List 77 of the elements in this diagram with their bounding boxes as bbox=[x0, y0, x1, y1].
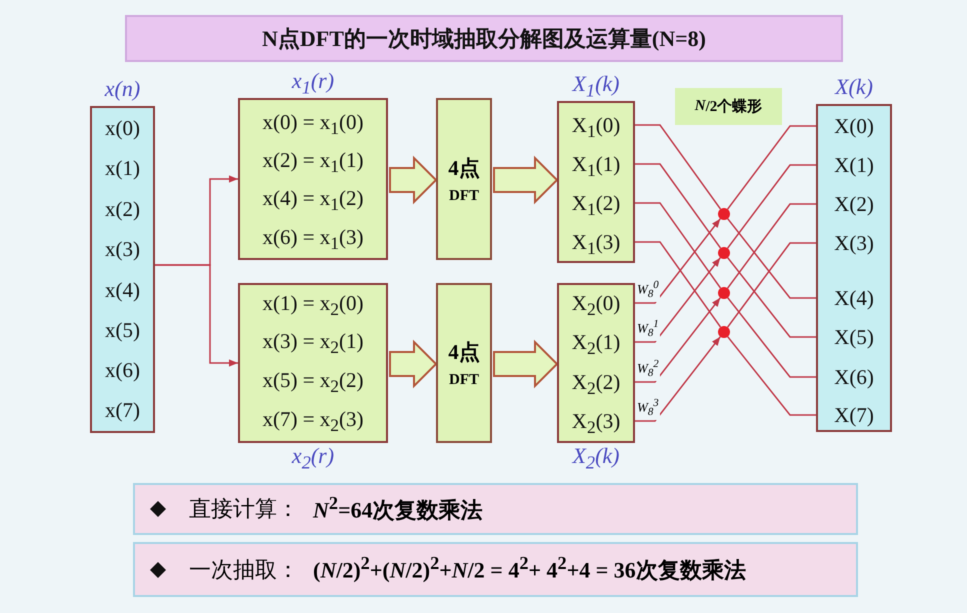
summary-bar bbox=[133, 542, 858, 597]
block-arrow bbox=[493, 340, 558, 388]
connector-line bbox=[635, 336, 721, 422]
sequence-entry: X$_{2}$(3) bbox=[559, 403, 633, 439]
butterfly-node bbox=[718, 247, 730, 259]
sequence-entry: x(0) = x$_{1}$(0) bbox=[240, 104, 386, 140]
sequence-entry: X(3) bbox=[818, 225, 890, 261]
connector-line bbox=[727, 242, 816, 328]
sequence-entry: x(2) bbox=[92, 191, 153, 227]
sequence-entry: x(4) = x$_{1}$(2) bbox=[240, 180, 386, 216]
sequence-entry: X$_{2}$(0) bbox=[559, 285, 633, 321]
dft-block bbox=[436, 283, 492, 443]
item-label: 直接计算： bbox=[189, 495, 299, 523]
box-heading: X$_{2}$(k) bbox=[570, 442, 621, 473]
connector-line bbox=[727, 336, 816, 416]
butterfly-node bbox=[718, 208, 730, 220]
summary-bar bbox=[133, 483, 858, 535]
box-heading: X(k) bbox=[834, 74, 874, 100]
sequence-entry: x(2) = x$_{1}$(1) bbox=[240, 142, 386, 178]
sequence-entry: x(3) bbox=[92, 231, 153, 267]
sequence-entry: x(1) bbox=[92, 150, 153, 186]
connector-line bbox=[727, 218, 816, 299]
block-arrow bbox=[389, 340, 438, 388]
sequence-entry: X(1) bbox=[818, 147, 890, 183]
connector-line bbox=[727, 297, 816, 378]
item-label: 一次抽取： bbox=[189, 556, 299, 584]
sequence-entry: x(6) bbox=[92, 352, 153, 388]
block-label: DFT bbox=[449, 372, 479, 388]
block-label: 4点 bbox=[448, 154, 480, 182]
connector-line bbox=[727, 125, 816, 210]
dft-block bbox=[436, 98, 492, 260]
connector-line bbox=[635, 241, 722, 328]
sequence-entry: X(0) bbox=[818, 108, 890, 144]
formula-text: N$^{2}$=64次复数乘法 bbox=[313, 492, 483, 524]
block-label: 4点 bbox=[448, 338, 480, 366]
box-heading: x(n) bbox=[104, 76, 142, 102]
sequence-entry: x(1) = x$_{2}$(0) bbox=[240, 285, 386, 321]
sequence-entry: X$_{1}$(3) bbox=[559, 224, 633, 260]
connector-line bbox=[727, 257, 816, 338]
sequence-entry: X(4) bbox=[818, 280, 890, 316]
sequence-entry: X(7) bbox=[818, 397, 890, 433]
sequence-entry: X$_{1}$(1) bbox=[559, 146, 633, 182]
sequence-entry: x(5) = x$_{2}$(2) bbox=[240, 362, 386, 398]
sequence-entry: X(2) bbox=[818, 186, 890, 222]
box-heading: X$_{1}$(k) bbox=[570, 71, 621, 102]
note-box: N/2个蝶形 bbox=[675, 88, 782, 125]
connector-line bbox=[635, 257, 721, 343]
box-heading: x$_{1}$(r) bbox=[290, 68, 336, 98]
sequence-entry: x(6) = x$_{1}$(3) bbox=[240, 219, 386, 255]
box-heading: x$_{2}$(r) bbox=[290, 442, 336, 473]
title-banner: N点DFT的一次时域抽取分解图及运算量(N=8) bbox=[125, 15, 843, 62]
sequence-entry: x(7) bbox=[92, 392, 153, 428]
sequence-entry: X(6) bbox=[818, 359, 890, 395]
sequence-entry: x(5) bbox=[92, 312, 153, 348]
sequence-entry: x(0) bbox=[92, 110, 153, 146]
butterfly-node bbox=[718, 287, 730, 299]
block-arrow bbox=[389, 156, 438, 204]
sequence-entry: X$_{1}$(2) bbox=[559, 185, 633, 221]
formula-text: (N/2)$^{2}$+(N/2)$^{2}$+N/2 = 4$^{2}$+ 4$^{2}$+4 = 36次复数乘法 bbox=[313, 553, 746, 585]
sequence-entry: X$_{1}$(0) bbox=[559, 107, 633, 143]
sequence-entry: X(5) bbox=[818, 319, 890, 355]
butterfly-node bbox=[718, 326, 730, 338]
block-label: DFT bbox=[449, 188, 479, 204]
connector-line bbox=[727, 203, 816, 289]
block-arrow bbox=[493, 156, 558, 204]
connector-line bbox=[635, 163, 722, 249]
sequence-entry: X$_{2}$(1) bbox=[559, 324, 633, 360]
sequence-entry: x(7) = x$_{2}$(3) bbox=[240, 401, 386, 437]
connector-line bbox=[155, 264, 238, 367]
connector-line bbox=[635, 202, 722, 289]
connector-line bbox=[727, 164, 816, 249]
sequence-entry: x(3) = x$_{2}$(1) bbox=[240, 323, 386, 359]
connector-line bbox=[635, 297, 721, 383]
connector-line bbox=[635, 124, 722, 210]
connector-line bbox=[635, 218, 721, 304]
sequence-entry: x(4) bbox=[92, 272, 153, 308]
sequence-entry: X$_{2}$(2) bbox=[559, 364, 633, 400]
